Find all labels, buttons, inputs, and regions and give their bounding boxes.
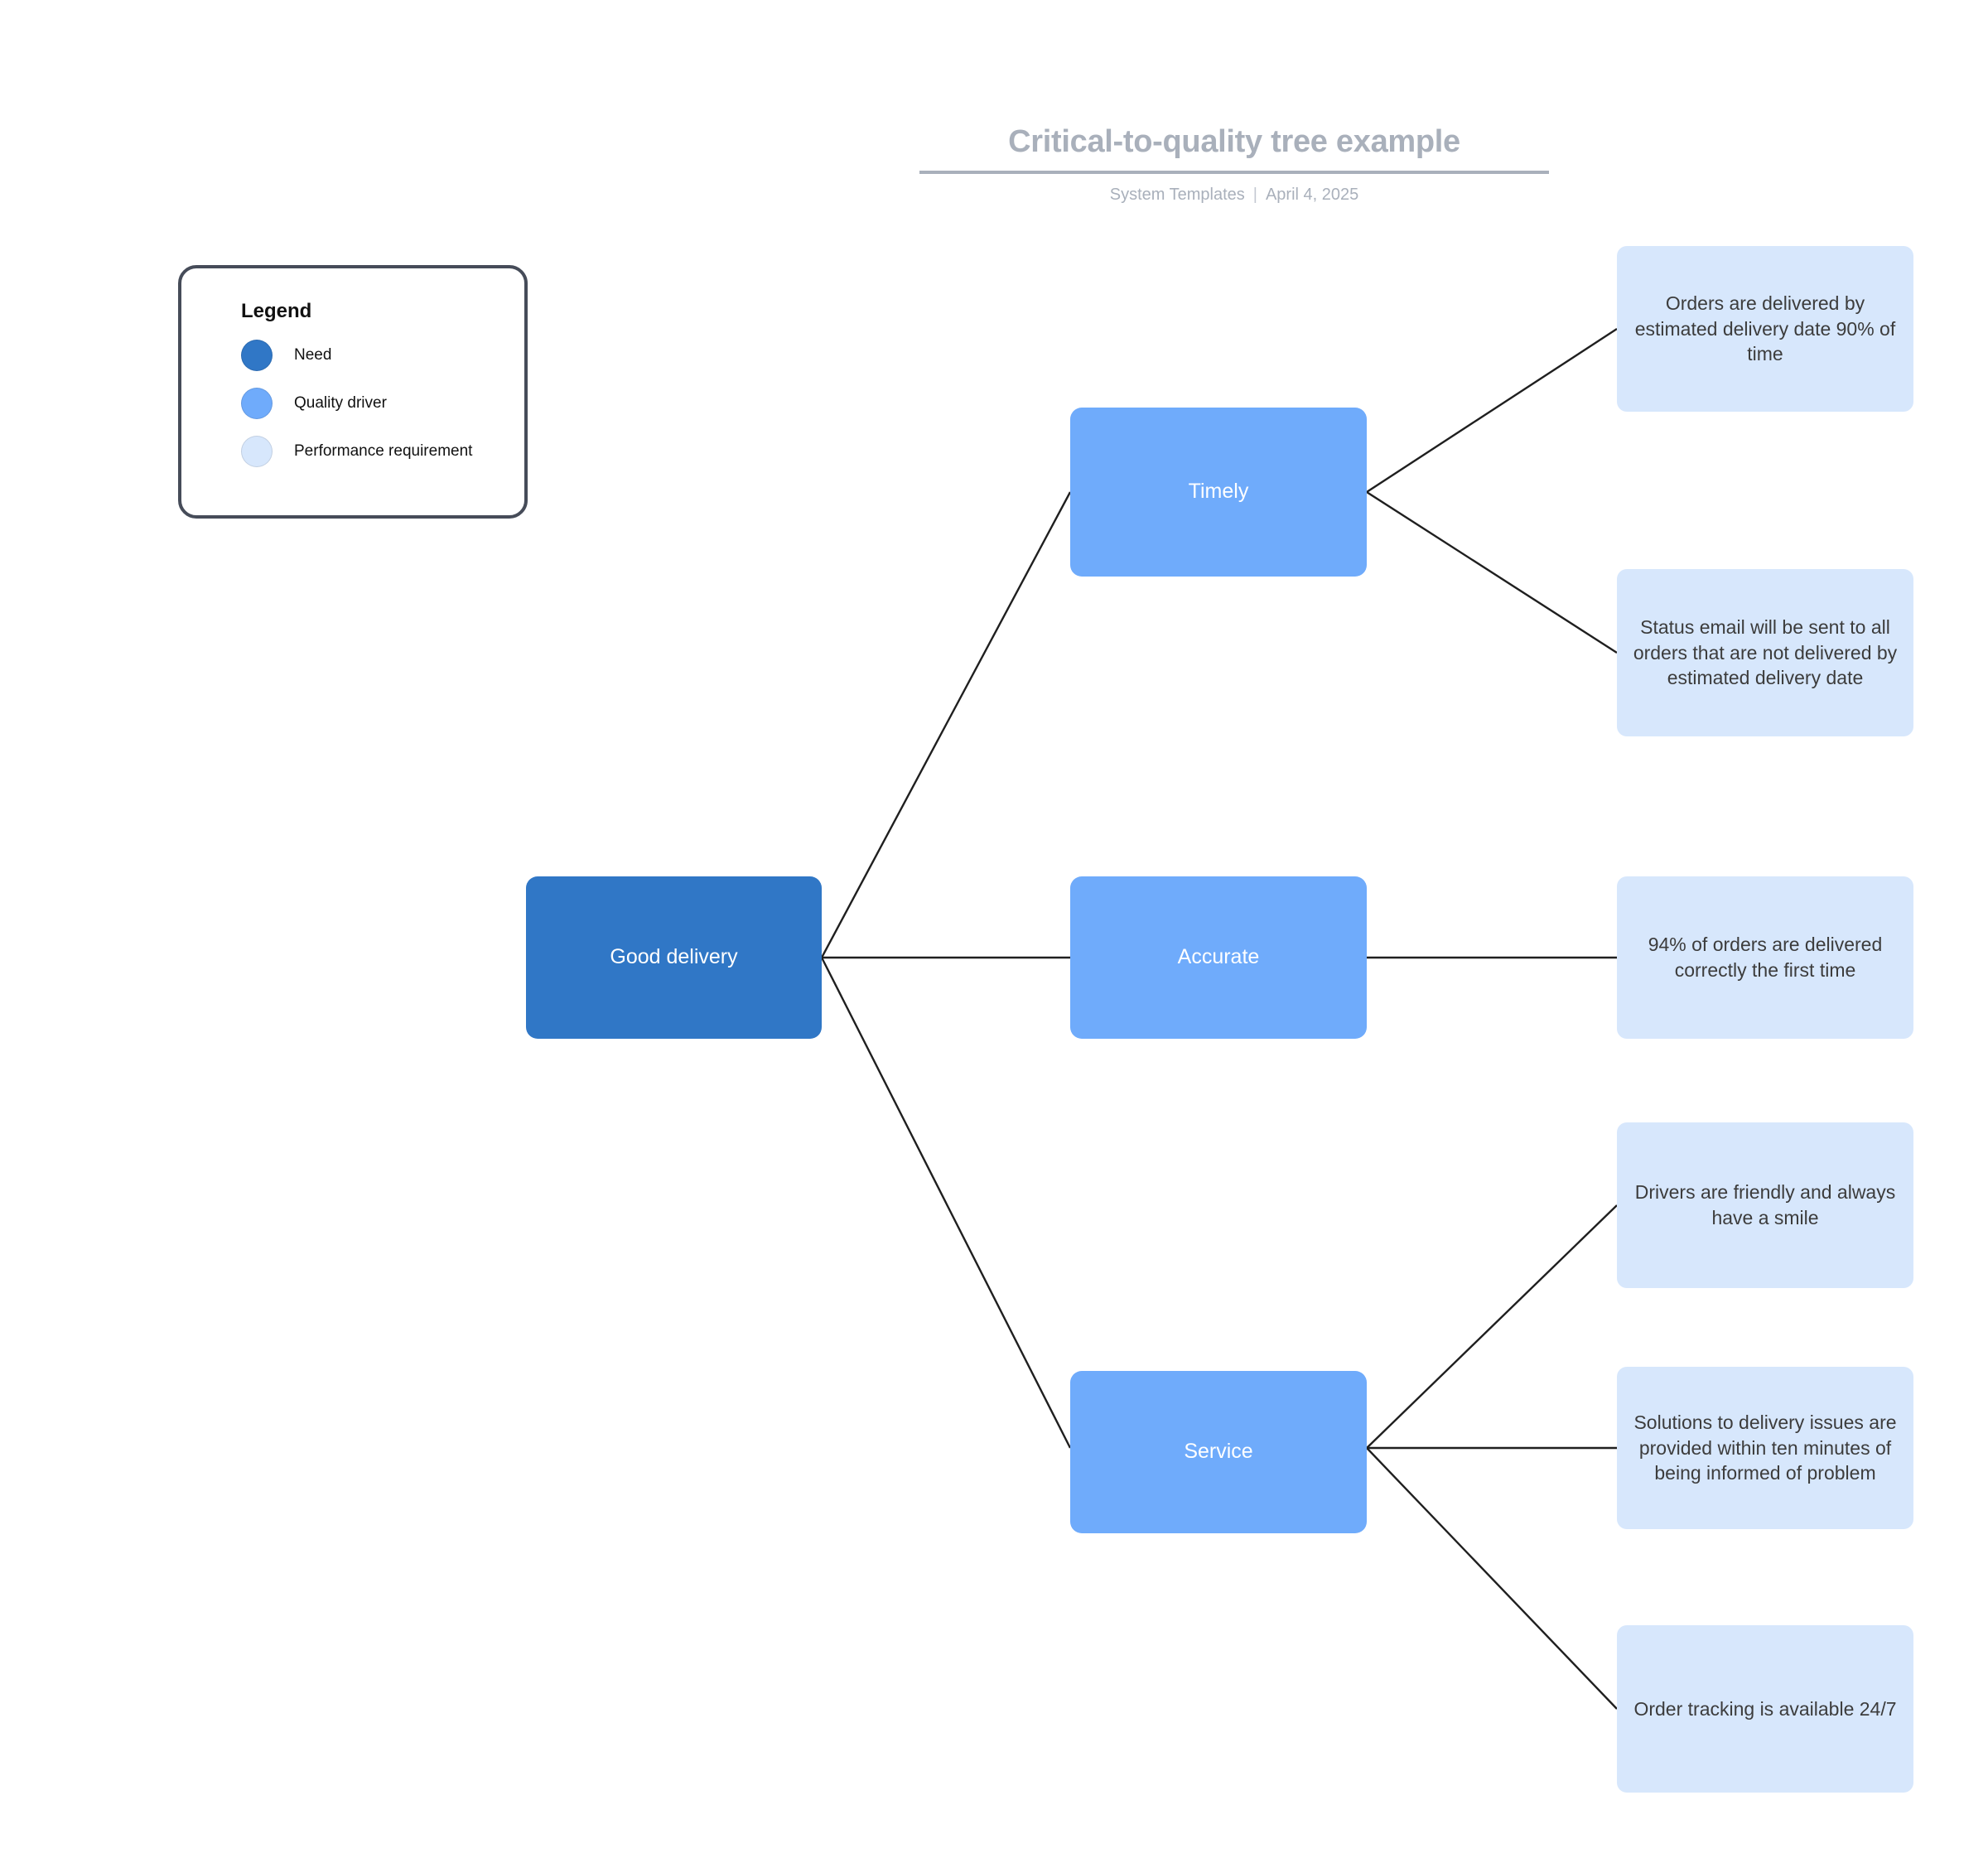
node-req-order-tracking[interactable]: Order tracking is available 24/7 xyxy=(1617,1625,1913,1793)
node-label: Timely xyxy=(1188,480,1249,504)
node-label: Orders are delivered by estimated delive… xyxy=(1634,292,1896,365)
legend-title: Legend xyxy=(241,300,312,322)
edge-timely-to-req-1 xyxy=(1366,327,1618,494)
edge-root-to-timely xyxy=(820,491,1072,958)
node-accurate[interactable]: Accurate xyxy=(1070,876,1367,1039)
legend-panel: Legend Need Quality driver Performance r… xyxy=(178,265,528,519)
edge-timely-to-req-2 xyxy=(1366,490,1618,654)
document-header: Critical-to-quality tree example System … xyxy=(919,123,1549,205)
node-req-delivered-correctly[interactable]: 94% of orders are delivered correctly th… xyxy=(1617,876,1913,1039)
node-label: Good delivery xyxy=(610,945,738,969)
performance-requirement-swatch xyxy=(241,436,273,467)
title-divider xyxy=(919,170,1549,174)
node-label: Drivers are friendly and always have a s… xyxy=(1634,1181,1896,1228)
node-label: Service xyxy=(1184,1440,1253,1464)
edge-service-to-req-6 xyxy=(1366,1447,1618,1710)
node-label: Order tracking is available 24/7 xyxy=(1633,1697,1897,1720)
node-timely[interactable]: Timely xyxy=(1070,408,1367,577)
node-req-friendly-drivers[interactable]: Drivers are friendly and always have a s… xyxy=(1617,1122,1913,1288)
edge-root-to-service xyxy=(820,957,1072,1449)
node-label: Solutions to delivery issues are provide… xyxy=(1633,1411,1897,1484)
legend-item-quality-driver: Quality driver xyxy=(241,388,496,419)
quality-driver-swatch xyxy=(241,388,273,419)
document-author: System Templates xyxy=(1109,185,1245,204)
need-swatch xyxy=(241,340,273,371)
legend-item-need: Need xyxy=(241,340,496,371)
subtitle-separator: | xyxy=(1252,185,1257,204)
node-req-status-email[interactable]: Status email will be sent to all orders … xyxy=(1617,569,1913,736)
document-subtitle: System Templates | April 4, 2025 xyxy=(919,186,1549,205)
node-req-orders-delivered-on-time[interactable]: Orders are delivered by estimated delive… xyxy=(1617,246,1913,412)
document-date: April 4, 2025 xyxy=(1265,185,1359,204)
legend-item-label: Performance requirement xyxy=(294,442,473,460)
page-title: Critical-to-quality tree example xyxy=(1008,124,1460,159)
node-req-solutions-ten-minutes[interactable]: Solutions to delivery issues are provide… xyxy=(1617,1367,1913,1529)
node-label: 94% of orders are delivered correctly th… xyxy=(1648,934,1883,981)
node-service[interactable]: Service xyxy=(1070,1371,1367,1533)
node-label: Accurate xyxy=(1177,945,1260,969)
legend-item-performance-requirement: Performance requirement xyxy=(241,436,496,467)
edge-service-to-req-4 xyxy=(1366,1204,1618,1449)
legend-item-label: Quality driver xyxy=(294,393,387,412)
node-label: Status email will be sent to all orders … xyxy=(1633,615,1898,689)
legend-item-label: Need xyxy=(294,345,332,364)
node-good-delivery[interactable]: Good delivery xyxy=(526,876,822,1039)
